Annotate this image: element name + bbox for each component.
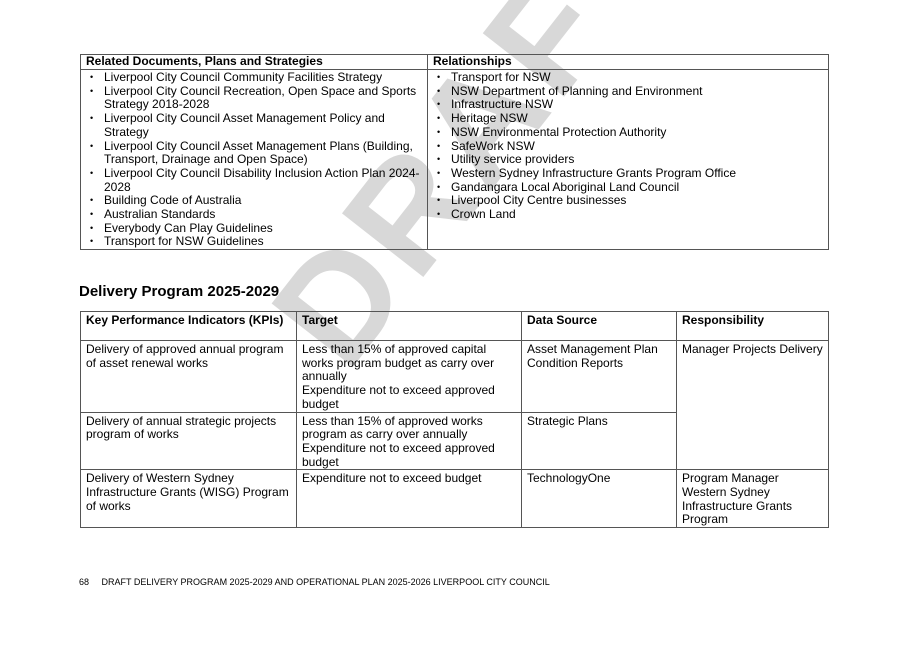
list-item: Transport for NSW Guidelines	[90, 235, 422, 249]
target-cell: Less than 15% of approved capital works …	[296, 340, 522, 413]
list-item: Heritage NSW	[437, 111, 823, 126]
related-documents-cell: Liverpool City Council Community Facilit…	[80, 68, 428, 251]
responsibility-cell: Manager Projects Delivery	[676, 339, 829, 471]
list-item: Australian Standards	[90, 207, 422, 222]
header-related-documents: Related Documents, Plans and Strategies	[80, 54, 428, 70]
table-row: Delivery of approved annual program of a…	[80, 339, 829, 471]
related-documents-list: Liverpool City Council Community Facilit…	[86, 70, 422, 249]
related-documents-table: Related Documents, Plans and Strategies …	[80, 54, 829, 251]
target-line: Expenditure not to exceed approved budge…	[302, 440, 495, 469]
list-item: Liverpool City Council Community Facilit…	[90, 70, 422, 85]
relationships-list: Transport for NSW NSW Department of Plan…	[433, 70, 823, 222]
page-number: 68	[79, 577, 90, 587]
kpi-cell: Delivery of Western Sydney Infrastructur…	[80, 469, 297, 529]
header-data-source: Data Source	[521, 311, 677, 341]
list-item: Crown Land	[437, 207, 823, 222]
page-footer: 68 DRAFT DELIVERY PROGRAM 2025-2029 AND …	[79, 577, 550, 587]
target-line: Less than 15% of approved capital works …	[302, 342, 495, 384]
table-row: Delivery of annual strategic projects pr…	[80, 411, 829, 471]
kpi-cell: Delivery of annual strategic projects pr…	[80, 411, 297, 471]
list-item: Transport for NSW	[437, 70, 823, 85]
target-line: Less than 15% of approved works program …	[302, 413, 483, 442]
list-item: NSW Environmental Protection Authority	[437, 125, 823, 140]
data-source-cell: Asset Management Plan Condition Reports	[521, 340, 677, 413]
kpi-cell: Delivery of approved annual program of a…	[80, 340, 297, 413]
kpi-table: Key Performance Indicators (KPIs) Target…	[80, 311, 829, 529]
list-item: Everybody Can Play Guidelines	[90, 221, 422, 236]
list-item: SafeWork NSW	[437, 139, 823, 154]
list-item: Building Code of Australia	[90, 194, 422, 208]
footer-text: DRAFT DELIVERY PROGRAM 2025-2029 AND OPE…	[101, 577, 550, 587]
list-item: Liverpool City Council Disability Inclus…	[90, 166, 422, 194]
list-item: NSW Department of Planning and Environme…	[437, 84, 823, 99]
target-line: Expenditure not to exceed budget	[302, 471, 482, 486]
list-item: Liverpool City Council Recreation, Open …	[90, 84, 422, 112]
list-item: Liverpool City Centre businesses	[437, 194, 823, 208]
list-item: Utility service providers	[437, 153, 823, 167]
list-item: Gandangara Local Aboriginal Land Council	[437, 180, 823, 195]
target-cell: Expenditure not to exceed budget	[296, 469, 522, 529]
list-item: Western Sydney Infrastructure Grants Pro…	[437, 166, 823, 181]
target-cell: Less than 15% of approved works program …	[296, 411, 522, 471]
responsibility-cell: Program Manager Western Sydney Infrastru…	[676, 469, 829, 529]
header-kpi: Key Performance Indicators (KPIs)	[80, 311, 297, 341]
table-row: Delivery of Western Sydney Infrastructur…	[80, 469, 829, 529]
data-source-cell: Strategic Plans	[521, 411, 677, 471]
header-target: Target	[296, 311, 522, 341]
list-item: Liverpool City Council Asset Management …	[90, 139, 422, 167]
table-header-row: Key Performance Indicators (KPIs) Target…	[80, 311, 829, 341]
header-responsibility: Responsibility	[676, 311, 829, 341]
section-title: Delivery Program 2025-2029	[79, 283, 280, 300]
data-source-cell: TechnologyOne	[521, 469, 677, 529]
list-item: Liverpool City Council Asset Management …	[90, 111, 422, 139]
list-item: Infrastructure NSW	[437, 98, 823, 112]
target-line: Expenditure not to exceed approved budge…	[302, 383, 495, 411]
header-relationships: Relationships	[427, 54, 829, 70]
relationships-cell: Transport for NSW NSW Department of Plan…	[427, 68, 829, 251]
